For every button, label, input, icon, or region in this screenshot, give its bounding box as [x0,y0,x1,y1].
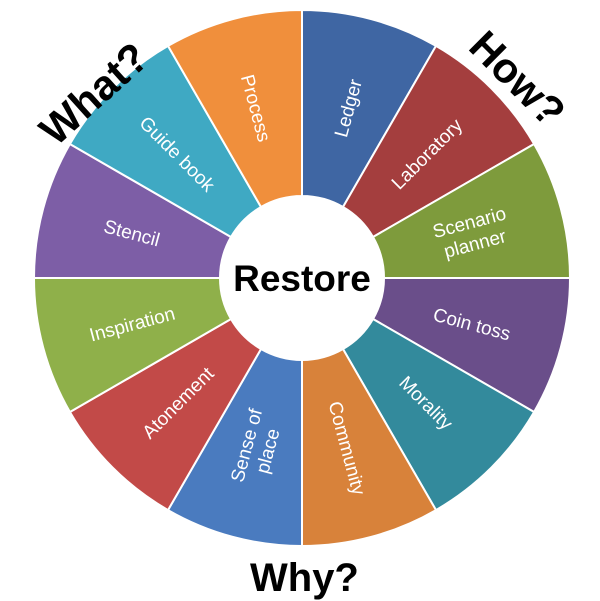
center-hole [220,196,384,360]
center-title: Restore [233,258,371,299]
why-label: Why? [250,556,359,600]
